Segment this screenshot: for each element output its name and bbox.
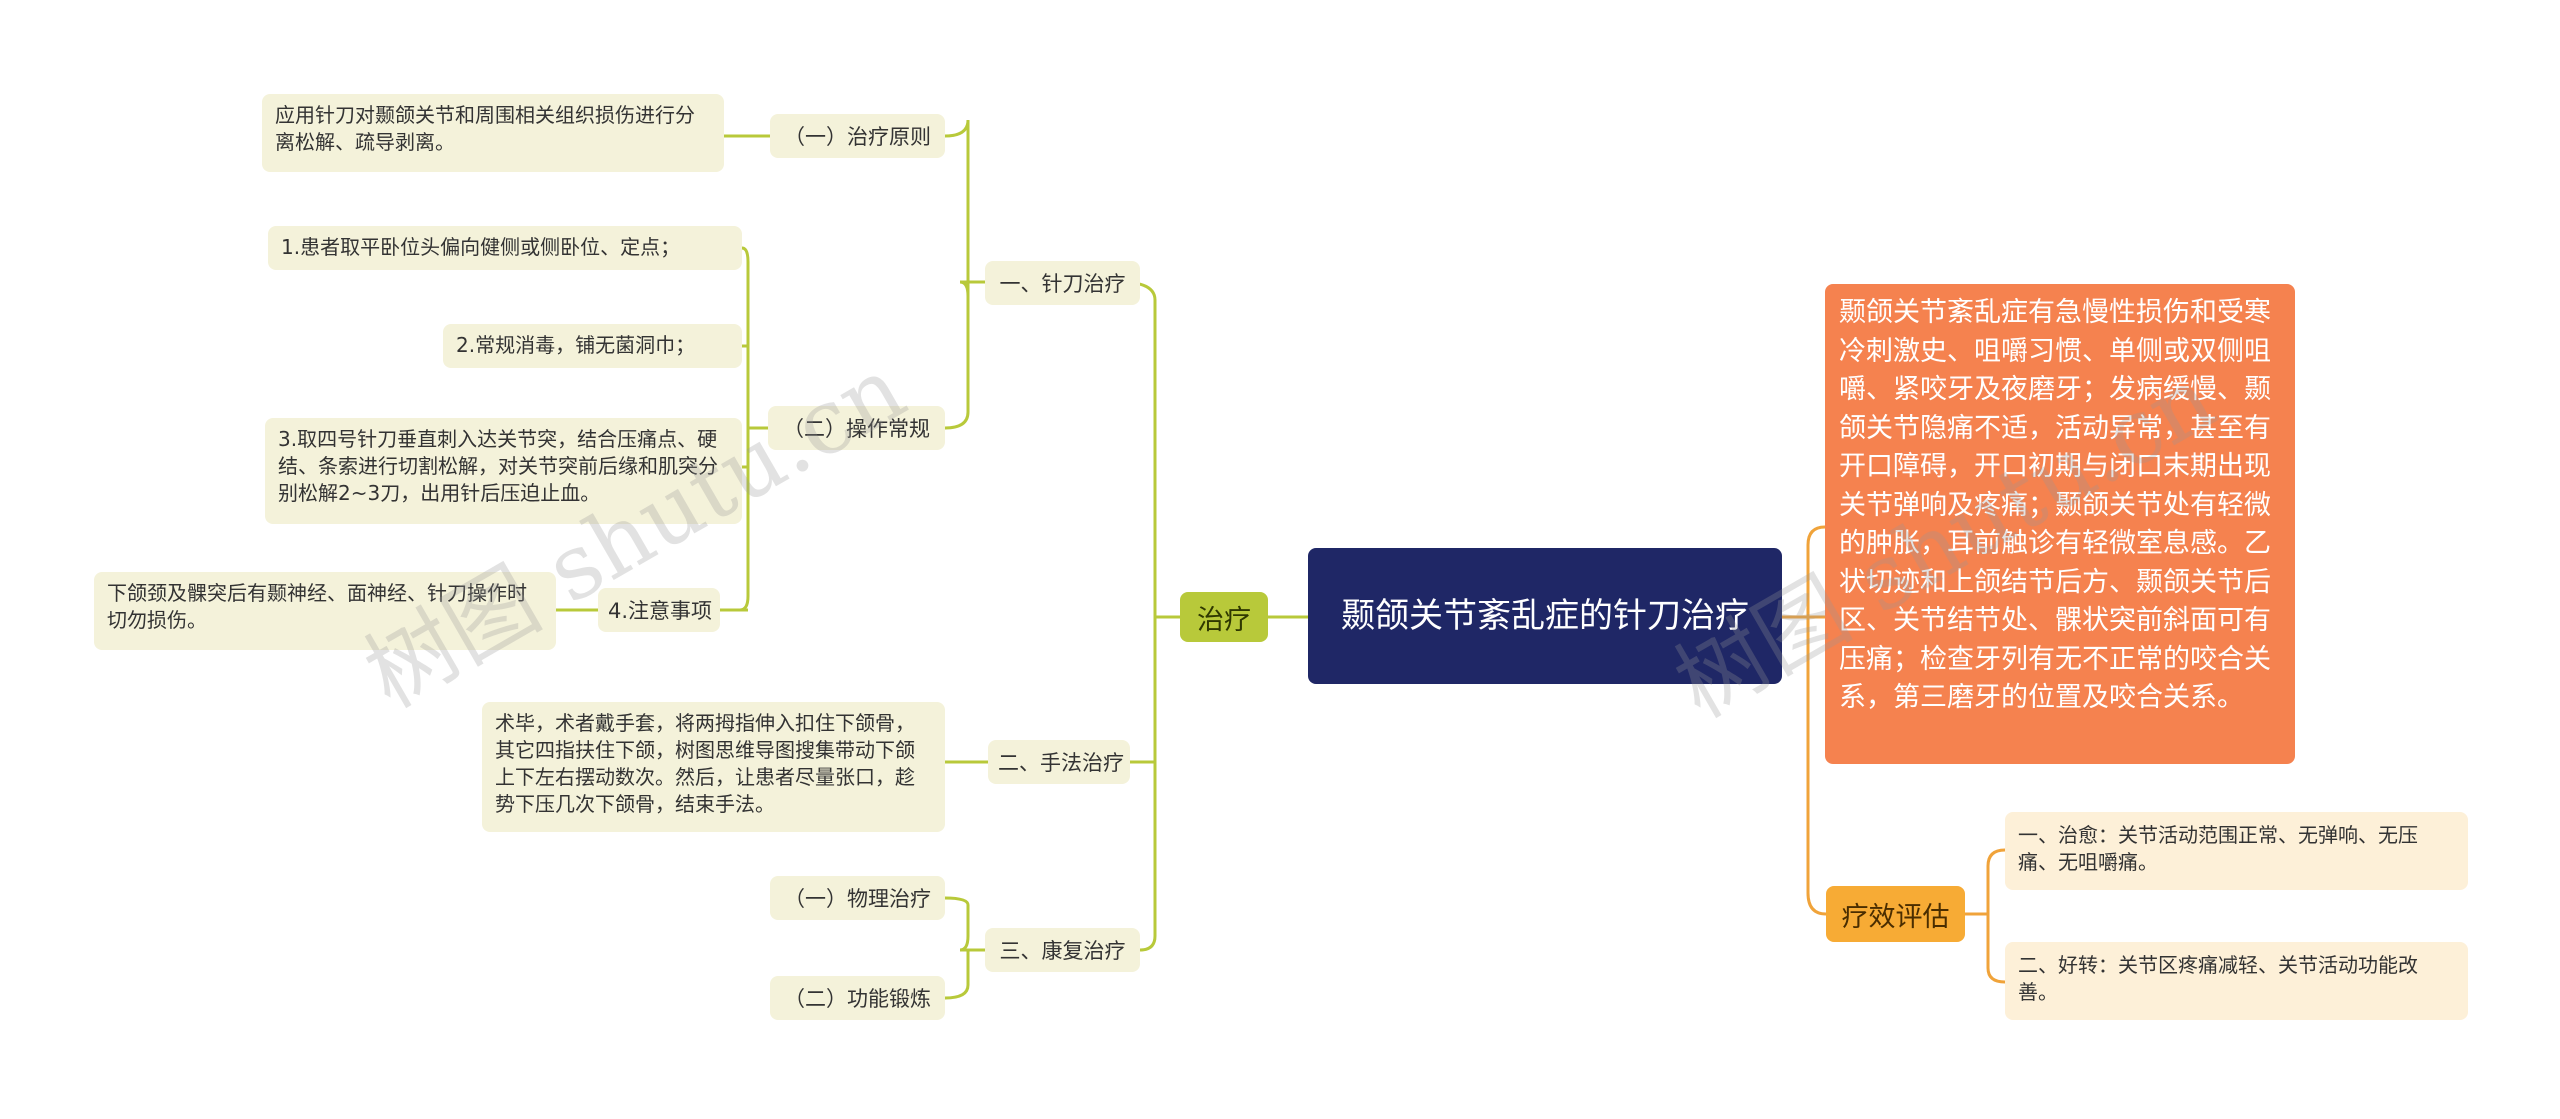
leaf-manual-text: 术毕，术者戴手套，将两拇指伸入扣住下颌骨，其它四指扶住下颌，树图思维导图搜集带动… (495, 711, 915, 816)
topic-manual-label: 二、手法治疗 (998, 751, 1124, 775)
leaf-rehab-exercise-text: （二）功能锻炼 (784, 987, 931, 1011)
leaf-operation-step-2-text: 2.常规消毒，铺无菌洞巾； (456, 333, 696, 357)
leaf-evaluation-cured-text: 一、治愈：关节活动范围正常、无弹响、无压痛、无咀嚼痛。 (2018, 823, 2418, 874)
leaf-principle-text: 应用针刀对颞颌关节和周围相关组织损伤进行分离松解、疏导剥离。 (275, 103, 695, 154)
topic-operation-label: （二）操作常规 (783, 417, 930, 441)
topic-principle[interactable]: （一）治疗原则 (770, 114, 945, 158)
leaf-evaluation-improved[interactable]: 二、好转：关节区疼痛减轻、关节活动功能改善。 (2005, 942, 2468, 1020)
topic-manual[interactable]: 二、手法治疗 (988, 740, 1130, 784)
branch-evaluation[interactable]: 疗效评估 (1826, 886, 1965, 942)
topic-caution-label: 4.注意事项 (608, 599, 713, 623)
topic-acupotomy[interactable]: 一、针刀治疗 (985, 261, 1140, 305)
topic-rehab[interactable]: 三、康复治疗 (985, 928, 1140, 972)
leaf-operation-step-3[interactable]: 3.取四号针刀垂直刺入达关节突，结合压痛点、硬结、条索进行切割松解，对关节突前后… (265, 418, 742, 524)
leaf-rehab-physical-text: （一）物理治疗 (784, 887, 931, 911)
description-box[interactable]: 颞颌关节紊乱症有急慢性损伤和受寒冷刺激史、咀嚼习惯、单侧或双侧咀嚼、紧咬牙及夜磨… (1825, 284, 2295, 764)
leaf-operation-step-1[interactable]: 1.患者取平卧位头偏向健侧或侧卧位、定点； (268, 226, 742, 270)
leaf-operation-step-1-text: 1.患者取平卧位头偏向健侧或侧卧位、定点； (281, 235, 681, 259)
topic-acupotomy-label: 一、针刀治疗 (999, 272, 1126, 296)
leaf-caution-text: 下颌颈及髁突后有颞神经、面神经、针刀操作时切勿损伤。 (107, 581, 527, 632)
leaf-operation-step-2[interactable]: 2.常规消毒，铺无菌洞巾； (443, 324, 742, 368)
central-topic-label: 颞颌关节紊乱症的针刀治疗 (1341, 596, 1749, 636)
leaf-rehab-physical[interactable]: （一）物理治疗 (770, 876, 945, 920)
central-topic[interactable]: 颞颌关节紊乱症的针刀治疗 (1308, 548, 1782, 684)
description-text: 颞颌关节紊乱症有急慢性损伤和受寒冷刺激史、咀嚼习惯、单侧或双侧咀嚼、紧咬牙及夜磨… (1839, 297, 2271, 713)
leaf-operation-step-3-text: 3.取四号针刀垂直刺入达关节突，结合压痛点、硬结、条索进行切割松解，对关节突前后… (278, 427, 718, 505)
topic-operation[interactable]: （二）操作常规 (768, 406, 945, 450)
topic-principle-label: （一）治疗原则 (784, 125, 931, 149)
leaf-rehab-exercise[interactable]: （二）功能锻炼 (770, 976, 945, 1020)
topic-rehab-label: 三、康复治疗 (999, 939, 1126, 963)
leaf-evaluation-cured[interactable]: 一、治愈：关节活动范围正常、无弹响、无压痛、无咀嚼痛。 (2005, 812, 2468, 890)
branch-treatment-label: 治疗 (1197, 604, 1251, 636)
topic-caution[interactable]: 4.注意事项 (598, 588, 720, 632)
branch-treatment[interactable]: 治疗 (1180, 592, 1268, 642)
leaf-manual[interactable]: 术毕，术者戴手套，将两拇指伸入扣住下颌骨，其它四指扶住下颌，树图思维导图搜集带动… (482, 702, 945, 832)
leaf-caution[interactable]: 下颌颈及髁突后有颞神经、面神经、针刀操作时切勿损伤。 (94, 572, 556, 650)
leaf-evaluation-improved-text: 二、好转：关节区疼痛减轻、关节活动功能改善。 (2018, 953, 2418, 1004)
leaf-principle[interactable]: 应用针刀对颞颌关节和周围相关组织损伤进行分离松解、疏导剥离。 (262, 94, 724, 172)
branch-evaluation-label: 疗效评估 (1841, 901, 1950, 933)
